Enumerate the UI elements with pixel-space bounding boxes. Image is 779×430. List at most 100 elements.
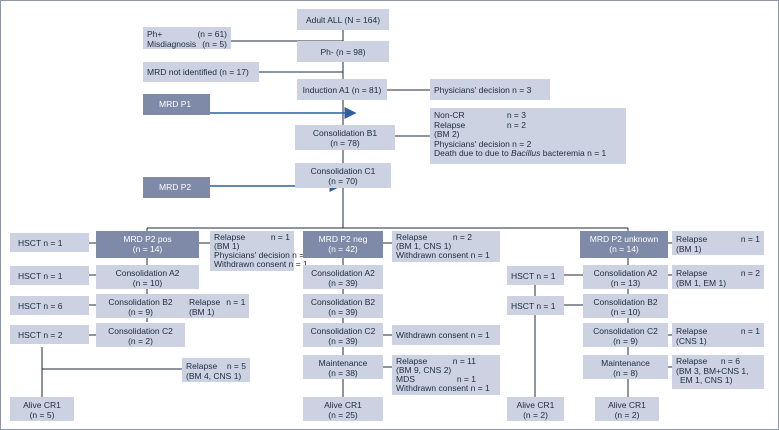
- pos-b2-relapse-detail: (BM 1): [189, 307, 215, 317]
- consolidation-b1-box: Consolidation B1 (n = 78): [295, 125, 395, 150]
- unknown-hsct-alive-box: Alive CR1 (n = 2): [507, 397, 564, 421]
- unknown-a2-label: Consolidation A2: [593, 268, 658, 278]
- neg-relapse-label: Relapse: [396, 232, 428, 242]
- pos-c2-count: (n = 2): [128, 336, 153, 346]
- unknown-maintenance-label: Maintenance: [601, 358, 650, 368]
- neg-maintenance-label: Maintenance: [318, 358, 368, 368]
- unknown-hsct-alive-label: Alive CR1: [516, 400, 555, 410]
- unknown-hsct-box-1: HSCT n = 1: [507, 266, 564, 285]
- adult-all-box: Adult ALL (N = 164): [297, 9, 389, 30]
- neg-withdrawn-label: Withdrawn consent n = 1: [396, 250, 490, 260]
- induction-a1-box: Induction A1 (n = 81): [297, 79, 387, 100]
- ph-minus-box: Ph- (n = 98): [297, 41, 389, 62]
- unknown-maint-relapse-count: n = 6: [720, 356, 740, 366]
- consolidation-b1-label: Consolidation B1: [312, 128, 378, 138]
- physicians-decision-box: Physicians' decision n = 3: [430, 79, 550, 100]
- mrd-p2-unknown-box: MRD P2 unknown (n = 14): [580, 231, 668, 258]
- pos-a2-count: (n = 10): [132, 278, 163, 288]
- pos-bottom-relapse-count: n = 5: [226, 361, 246, 371]
- neg-c2-withdrawn-label: Withdrawn consent n = 1: [396, 330, 490, 340]
- neg-maint-relapse-detail: (BM 9, CNS 2): [396, 365, 452, 375]
- unknown-a2-count: (n = 13): [610, 278, 641, 288]
- physicians-decision-label: Physicians' decision n = 3: [434, 85, 532, 95]
- consolidation-b1-count: (n = 78): [330, 138, 360, 148]
- pos-alive-box: Alive CR1 (n = 5): [10, 397, 74, 421]
- pos-c2-label: Consolidation C2: [108, 326, 173, 336]
- mrd-p2-neg-box: MRD P2 neg (n = 42): [303, 231, 383, 258]
- mrd-not-identified-label: MRD not identified (n = 17): [147, 67, 249, 77]
- neg-alive-box: Alive CR1 (n = 25): [303, 397, 383, 421]
- pos-hsct-box-2: HSCT n = 1: [10, 266, 89, 285]
- pos-b2-relapse-label: Relapse: [189, 297, 221, 307]
- mrd-p2-neg-label: MRD P2 neg: [318, 234, 368, 244]
- pos-consolidation-c2-box: Consolidation C2 (n = 2): [96, 323, 185, 347]
- ph-plus-misdiagnosis-box: Ph+ (n = 61) Misdiagnosis (n = 5): [143, 27, 231, 49]
- pos-relapse-label: Relapse: [214, 232, 246, 242]
- unknown-maint-relapse-detail-2: EM 1, CNS 1): [680, 375, 733, 385]
- unknown-maintenance-count: (n = 8): [613, 368, 638, 378]
- pos-physicians-label: Physicians' decision n = 1: [214, 250, 312, 260]
- mrd-p2-unknown-label: MRD P2 unknown: [589, 234, 659, 244]
- unknown-relapse-count: n = 1: [740, 234, 760, 244]
- b1-death-label: Death due to due to Bacillus bacteremia …: [434, 148, 607, 158]
- b1-noncr-count: n = 3: [506, 110, 526, 120]
- pos-hsct-label-3: HSCT n = 6: [18, 301, 63, 311]
- mrd-p2-neg-count: (n = 42): [328, 244, 358, 254]
- pos-consolidation-a2-box: Consolidation A2 (n = 10): [96, 265, 199, 289]
- ph-minus-label: Ph- (n = 98): [320, 47, 366, 57]
- b1-noncr-label: Non-CR: [434, 110, 465, 120]
- unknown-header-outcomes-box: Relapse n = 1 (BM 1): [672, 231, 764, 255]
- consolidation-c1-label: Consolidation C1: [310, 166, 376, 176]
- unknown-consolidation-b2-box: Consolidation B2 (n = 10): [583, 294, 668, 318]
- unknown-relapse-label: Relapse: [676, 234, 708, 244]
- pos-alive-count: (n = 5): [29, 410, 55, 420]
- mrd-p2-box: MRD P2: [143, 177, 210, 198]
- consolidation-c1-count: (n = 70): [328, 176, 358, 186]
- misdiagnosis-count: (n = 5): [202, 39, 227, 49]
- neg-c2-count: (n = 39): [328, 336, 358, 346]
- unknown-c2-relapse-detail: (CNS 1): [676, 336, 707, 346]
- neg-maint-relapse-label: Relapse: [396, 356, 428, 366]
- pos-hsct-box-4: HSCT n = 2: [10, 325, 89, 344]
- neg-maint-withdrawn-label: Withdrawn consent n = 1: [396, 383, 490, 393]
- adult-all-label: Adult ALL (N = 164): [305, 15, 381, 25]
- pos-hsct-label-1: HSCT n = 1: [18, 238, 63, 248]
- neg-alive-count: (n = 25): [328, 410, 358, 420]
- unknown-maintenance-box: Maintenance (n = 8): [583, 355, 668, 379]
- mrd-p2-pos-label: MRD P2 pos: [123, 234, 172, 244]
- unknown-a2-relapse-label: Relapse: [676, 268, 708, 278]
- b1-relapse-count: n = 2: [506, 119, 526, 130]
- unknown-relapse-detail: (BM 1): [676, 244, 702, 254]
- mrd-not-identified-box: MRD not identified (n = 17): [143, 62, 259, 82]
- mrd-p2-unknown-count: (n = 14): [609, 244, 639, 254]
- consolidation-c1-box: Consolidation C1 (n = 70): [295, 163, 391, 188]
- neg-a2-label: Consolidation A2: [311, 268, 375, 278]
- ph-plus-label: Ph+: [147, 29, 163, 39]
- pos-consolidation-b2-box: Consolidation B2 (n = 9): [96, 294, 185, 318]
- misdiagnosis-label: Misdiagnosis: [147, 39, 197, 49]
- unknown-maint-relapse-detail-1: (BM 3, BM+CNS 1,: [676, 365, 749, 376]
- unknown-c2-relapse-label: Relapse: [676, 326, 708, 336]
- neg-relapse-detail: (BM 1, CNS 1): [396, 241, 452, 251]
- ph-plus-count: (n = 61): [197, 29, 227, 39]
- unknown-a2-relapse-detail: (BM 1, EM 1): [676, 278, 727, 288]
- pos-b2-label: Consolidation B2: [108, 297, 173, 307]
- b1-relapse-label: Relapse: [434, 119, 466, 130]
- neg-a2-count: (n = 39): [328, 278, 358, 288]
- neg-consolidation-c2-box: Consolidation C2 (n = 39): [303, 323, 383, 347]
- neg-consolidation-a2-box: Consolidation A2 (n = 39): [303, 265, 383, 289]
- unknown-c2-count: (n = 9): [613, 336, 638, 346]
- unknown-alive-box: Alive CR1 (n = 2): [595, 397, 659, 421]
- mrd-p2-label: MRD P2: [159, 182, 192, 192]
- pos-hsct-label-2: HSCT n = 1: [18, 271, 63, 281]
- neg-b2-label: Consolidation B2: [310, 297, 376, 307]
